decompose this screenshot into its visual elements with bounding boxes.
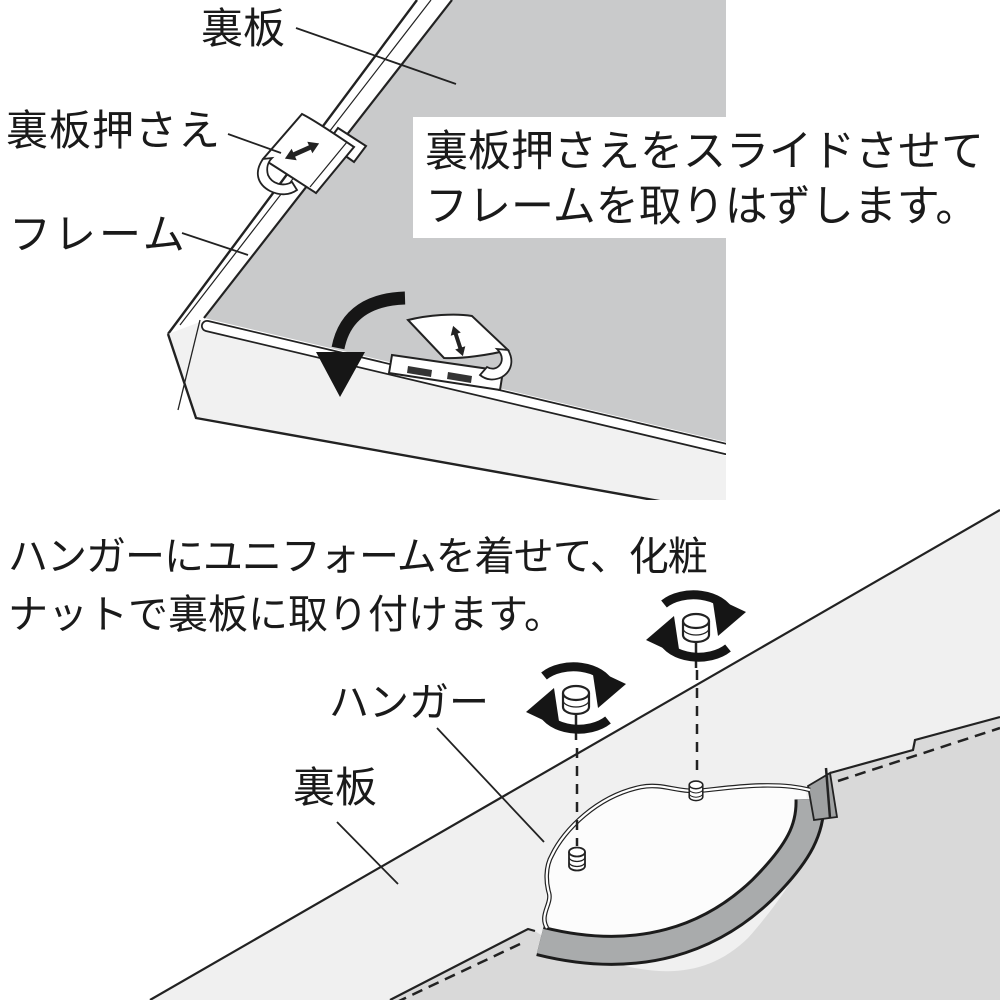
back-board-label: 裏板	[201, 5, 286, 52]
collar-end-seam	[824, 767, 832, 819]
hanger-mounting-illustration	[149, 509, 1000, 1000]
uniform-body	[390, 717, 1000, 1000]
hanger-stud	[688, 780, 704, 802]
leader-frame	[181, 232, 249, 256]
back-board-label: 裏板	[293, 764, 378, 811]
step2-instruction-line1: ハンガーにユニフォームを着せて、化粧	[8, 535, 708, 579]
hanger-label: ハンガー	[329, 681, 489, 725]
stitch-line-left	[398, 942, 521, 1000]
frame-side-face	[168, 322, 726, 500]
leader-back-board-stopper	[227, 133, 282, 154]
uniform-shoulder-edge-right	[829, 715, 1000, 775]
leader-back-board	[295, 27, 457, 85]
step1-instruction-line1: 裏板押さえをスライドさせて	[425, 128, 984, 176]
back-board-edge	[149, 509, 1000, 1000]
frame-label: フレーム	[9, 211, 188, 258]
slide-arrow-icon	[316, 291, 406, 397]
back-board-stopper-label: 裏板押さえ	[6, 107, 222, 154]
uniform-collar	[536, 798, 823, 963]
back-board-stopper-bottom	[387, 313, 513, 392]
step1-instruction-box: 裏板押さえをスライドさせて フレームを取りはずします。	[413, 117, 995, 238]
step2-instruction-line2: ナットで裏板に取り付けます。	[8, 593, 564, 637]
back-board-stopper-top	[256, 112, 368, 196]
leader-hanger	[436, 727, 545, 843]
frame-lip	[202, 321, 726, 454]
frame-miter-joint	[177, 319, 201, 411]
leader-back-board	[336, 821, 399, 885]
hanger-wire-highlight	[543, 784, 811, 929]
hanger-stud	[568, 846, 586, 872]
frame-outer-contour	[166, 333, 661, 500]
step1-instruction-line2: フレームを取りはずします。	[425, 183, 979, 232]
stitch-line-right	[837, 726, 1000, 783]
uniform-shoulder-edge-left	[389, 927, 536, 1000]
